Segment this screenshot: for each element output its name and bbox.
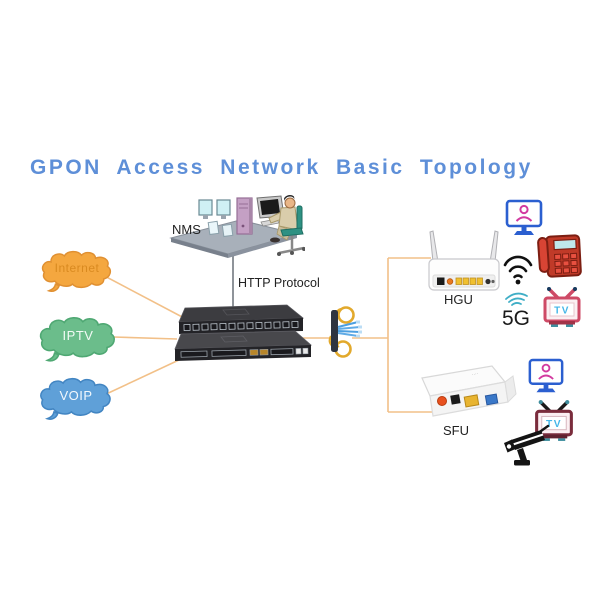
cloud-shape (39, 317, 115, 362)
desk-device (207, 220, 220, 236)
hgu-ports-yellow (455, 277, 483, 285)
hgu-port-orange (446, 278, 454, 285)
sfu-onu: ···· (420, 360, 520, 426)
five-g-icon: 5G (500, 287, 538, 330)
desk-device (221, 223, 234, 238)
office-chair (277, 205, 306, 256)
cloud-label-iptv: IPTV (62, 328, 94, 343)
sfu-port-yellow (463, 394, 480, 408)
tv-icon-hgu: TV (541, 283, 583, 330)
line-internet-to-olt (96, 271, 187, 320)
hgu-port-dark2 (491, 279, 495, 284)
sfu-side (504, 375, 517, 404)
sfu-logo: ···· (471, 371, 479, 378)
splitter-body (331, 310, 338, 352)
cloud-shape (40, 377, 111, 420)
tv-text: TV (546, 419, 562, 430)
switch1-ports (183, 320, 299, 332)
video-call-monitor-icon-sfu (527, 357, 565, 401)
cloud-label-internet: Internet (54, 260, 100, 275)
iptv-cloud: IPTV (36, 316, 120, 366)
voip-cloud: VOIP (35, 377, 117, 424)
cloud-label-voip: VOIP (59, 387, 93, 403)
nms-label: NMS (172, 222, 201, 237)
tv-text: TV (554, 306, 570, 317)
fiber-coil-top (337, 306, 355, 324)
wifi-icon (502, 252, 534, 288)
splitter-fibers (337, 320, 362, 338)
sfu-onu-art: ···· (421, 365, 517, 417)
video-call-monitor-icon (504, 198, 544, 244)
hgu-port-dark (485, 278, 491, 285)
antenna-left (429, 230, 439, 263)
cctv-camera-icon (497, 422, 553, 476)
http-protocol-label: HTTP Protocol (238, 276, 320, 290)
optical-splitter-art (328, 306, 362, 358)
sfu-fiber-port (437, 396, 447, 406)
tower-pc-icon (236, 197, 253, 235)
hgu-label: HGU (444, 292, 473, 307)
sfu-port-blue (484, 393, 499, 406)
antenna-right (489, 230, 499, 263)
sfu-label: SFU (443, 423, 469, 438)
page-title: GPON Access Network Basic Topology (30, 156, 533, 179)
optical-splitter (318, 302, 368, 360)
cloud-shape (41, 250, 112, 292)
hgu-port-black (437, 277, 445, 285)
hgu-router (424, 226, 502, 296)
line-iptv-to-olt (112, 336, 178, 340)
internet-cloud: Internet (38, 250, 116, 296)
olt-switch-stack (165, 300, 315, 362)
desk-edge-front (171, 238, 228, 258)
telephone-icon (537, 231, 583, 279)
five-g-text: 5G (502, 307, 530, 327)
workstation-monitor-icon (256, 195, 285, 227)
olt-switch-art (174, 304, 313, 361)
hgu-router-art (428, 230, 500, 291)
server-monitor-icon (198, 199, 231, 219)
nms-workstation-art (169, 194, 306, 258)
sfu-port-black (450, 394, 461, 405)
nms-workstation (165, 192, 306, 262)
switch2-slots (180, 347, 309, 358)
